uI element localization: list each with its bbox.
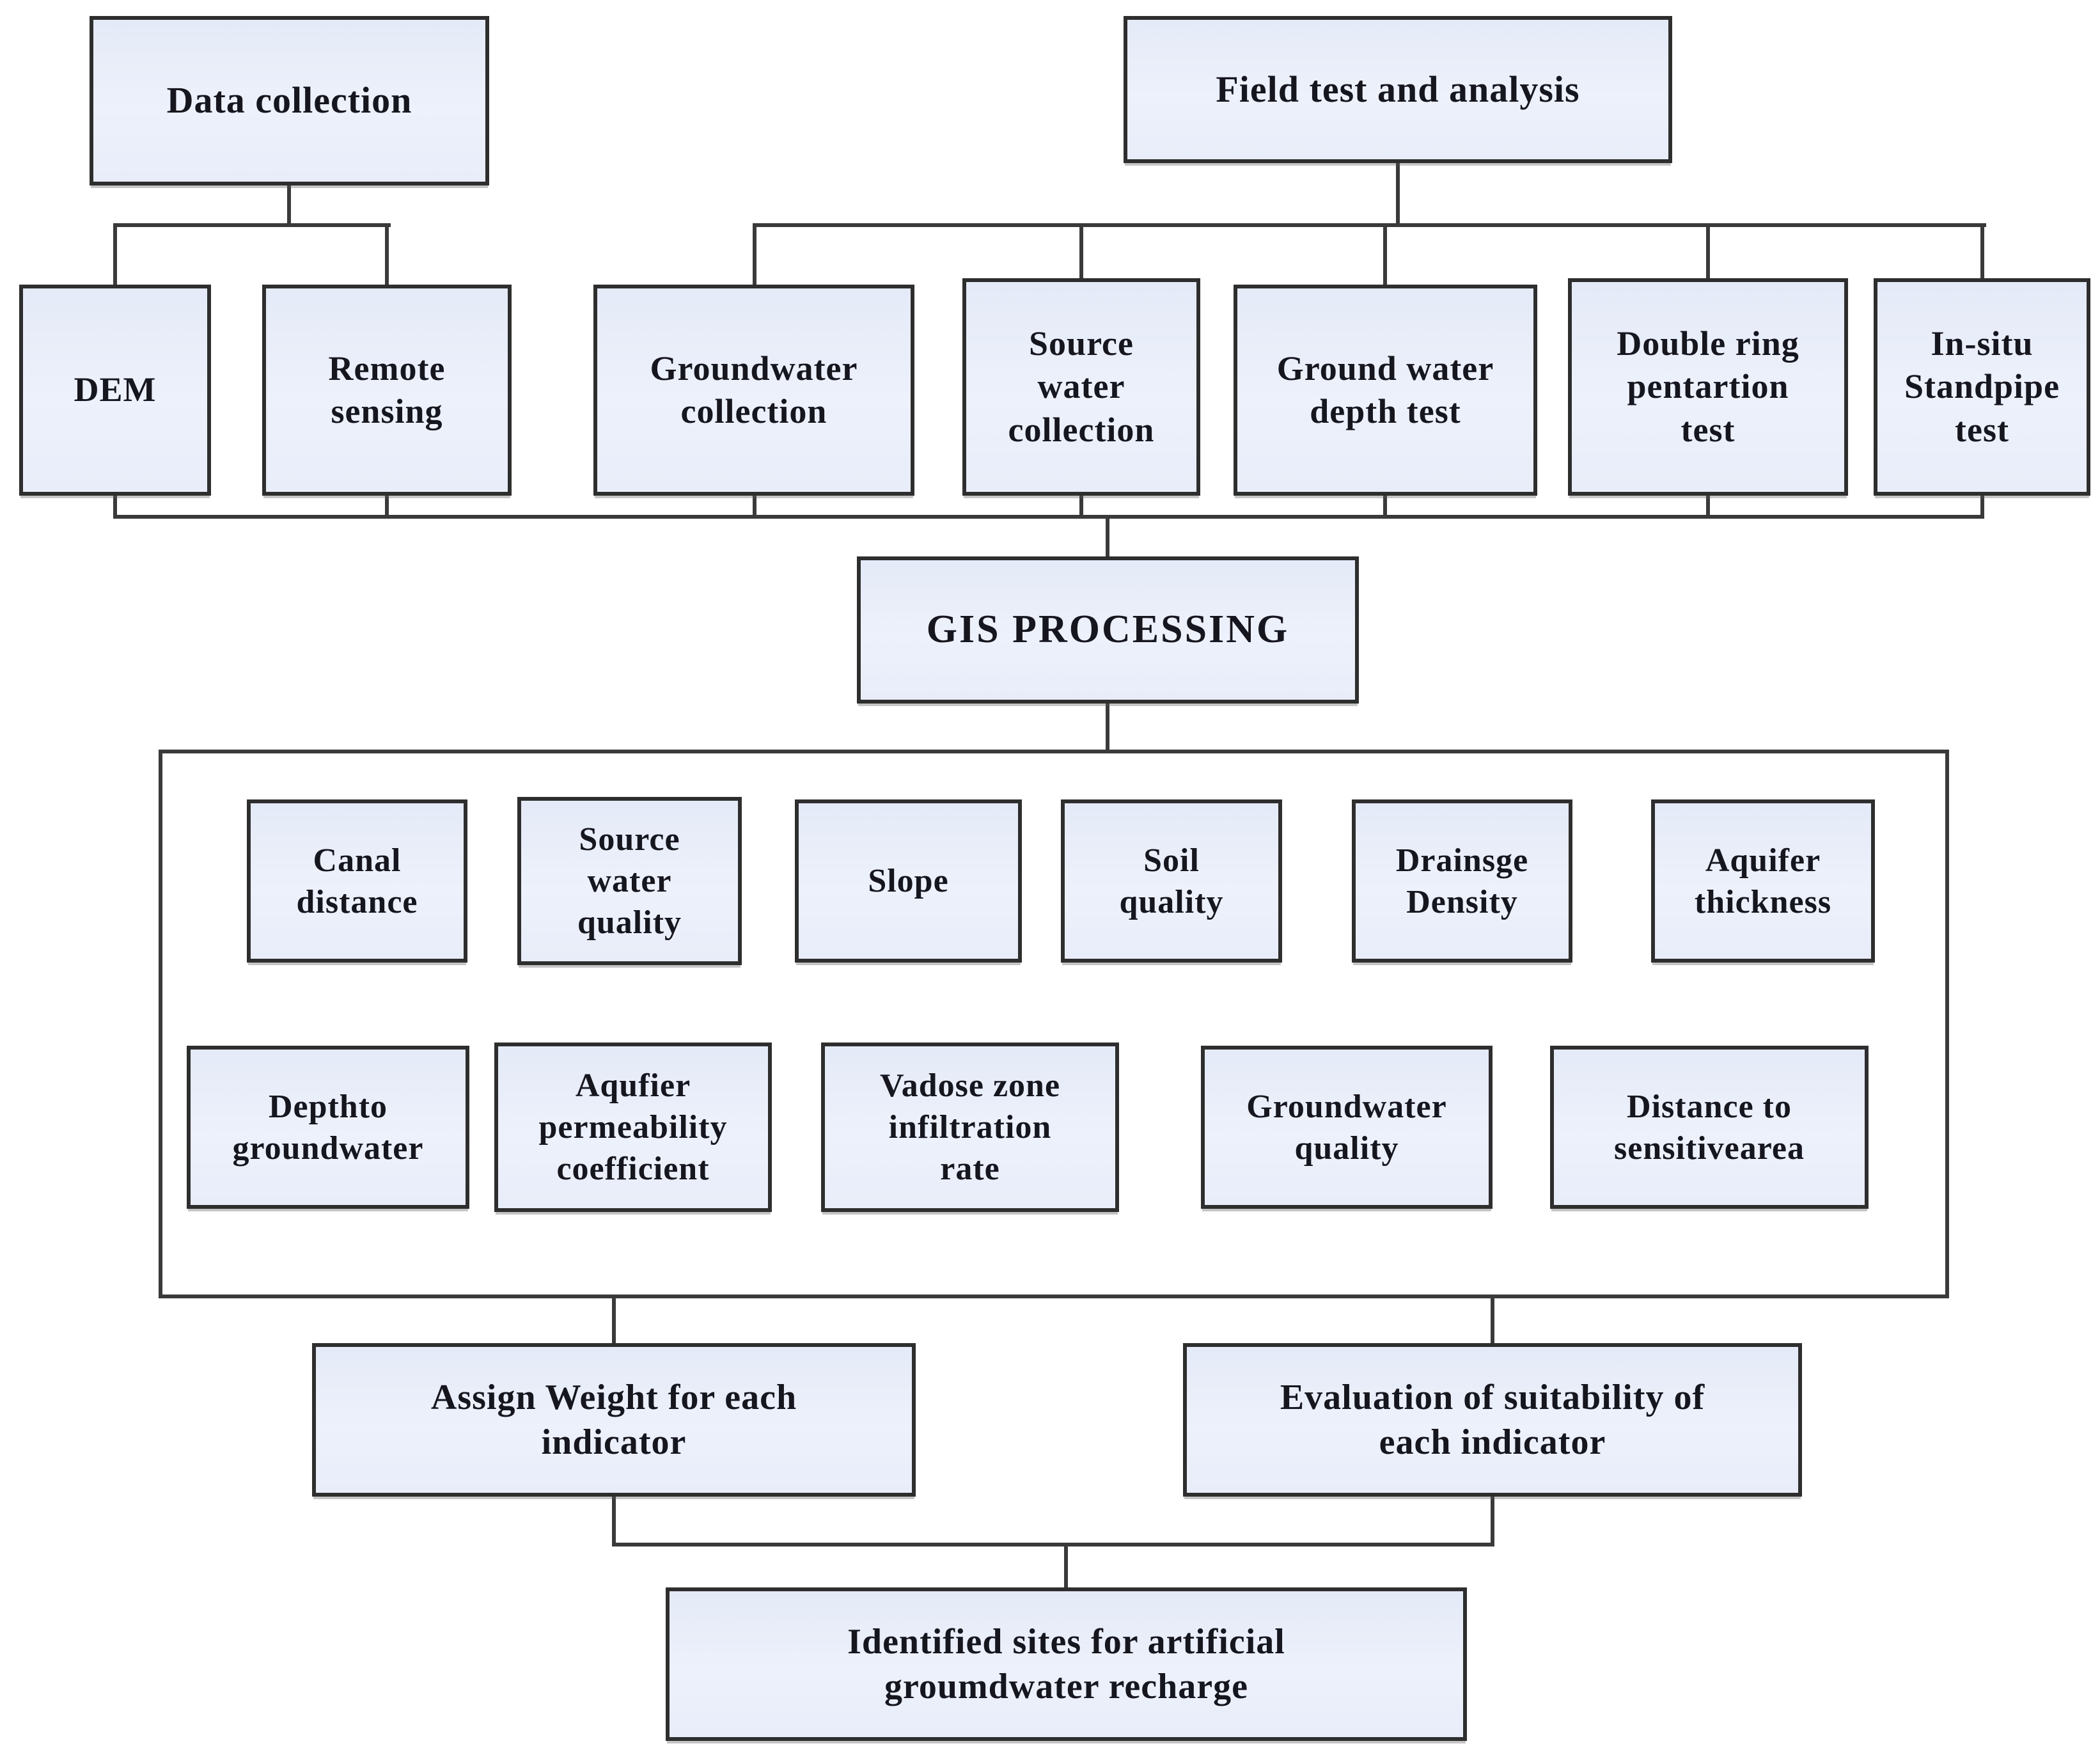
connector-line (113, 223, 391, 227)
node-label: Canal distance (296, 842, 418, 920)
connector-line (113, 223, 117, 286)
connector-line (612, 1298, 616, 1346)
node-source-water-quality: Source water quality (517, 797, 742, 965)
node-soil-quality: Soil quality (1061, 799, 1282, 963)
node-label: DEM (74, 370, 157, 409)
node-source-water-collection: Source water collection (962, 278, 1200, 496)
node-groundwater-quality: Groundwater quality (1201, 1046, 1493, 1209)
indicators-group-frame (159, 750, 1949, 1298)
connector-line (612, 1497, 616, 1546)
connector-line (1064, 1543, 1068, 1590)
node-groundwater-collection: Groundwater collection (593, 285, 914, 496)
node-label: Vadose zone infiltration rate (879, 1067, 1061, 1187)
connector-line (1106, 515, 1109, 558)
node-aquifer-permeability-coefficient: Aqufier permeability coefficient (494, 1043, 772, 1212)
connector-line (385, 496, 389, 519)
node-label: Double ring pentartion test (1617, 324, 1799, 449)
node-double-ring-pentartion-test: Double ring pentartion test (1568, 278, 1848, 496)
connector-line (1491, 1497, 1494, 1546)
connector-line (385, 223, 389, 286)
node-label: Source water quality (577, 821, 682, 941)
node-label: Identified sites for artificial groumdwa… (847, 1622, 1285, 1706)
connector-line (1079, 496, 1083, 519)
node-label: Slope (868, 863, 949, 899)
connector-line (1079, 223, 1083, 286)
connector-line (612, 1543, 1494, 1546)
node-dem: DEM (19, 285, 211, 496)
node-remote-sensing: Remote sensing (262, 285, 512, 496)
connector-line (753, 223, 1986, 227)
node-label: Soil quality (1119, 842, 1224, 920)
node-label: Distance to sensitivearea (1614, 1088, 1805, 1167)
node-distance-to-sensitive-area: Distance to sensitivearea (1550, 1046, 1869, 1209)
node-gis-processing: GIS PROCESSING (857, 556, 1359, 704)
connector-line (113, 515, 1984, 519)
node-label: Groundwater collection (650, 349, 858, 431)
node-label: Data collection (166, 79, 412, 122)
connector-line (1383, 496, 1387, 519)
connector-line (1396, 163, 1400, 227)
connector-line (1980, 496, 1984, 519)
node-vadose-zone-infiltration-rate: Vadose zone infiltration rate (821, 1043, 1119, 1212)
node-label: Aqufier permeability coefficient (538, 1067, 728, 1187)
connector-line (1706, 223, 1710, 286)
node-label: Remote sensing (328, 349, 446, 431)
node-evaluation-of-suitability: Evaluation of suitability of each indica… (1183, 1343, 1802, 1497)
node-canal-distance: Canal distance (247, 799, 467, 963)
node-label: Ground water depth test (1276, 349, 1494, 431)
connector-line (1383, 223, 1387, 286)
node-label: In-situ Standpipe test (1904, 324, 2060, 449)
node-assign-weight: Assign Weight for each indicator (312, 1343, 916, 1497)
connector-line (113, 496, 117, 519)
connector-line (753, 496, 756, 519)
connector-line (1491, 1298, 1494, 1346)
node-identified-sites: Identified sites for artificial groumdwa… (666, 1587, 1467, 1741)
node-slope: Slope (795, 799, 1022, 963)
node-label: GIS PROCESSING (926, 608, 1290, 652)
node-in-situ-standpipe-test: In-situ Standpipe test (1874, 278, 2090, 496)
connector-line (1980, 223, 1984, 286)
node-ground-water-depth-test: Ground water depth test (1234, 285, 1537, 496)
node-drainage-density: Drainsge Density (1352, 799, 1572, 963)
node-data-collection: Data collection (90, 16, 489, 185)
node-field-test-and-analysis: Field test and analysis (1124, 16, 1672, 163)
node-label: Source water collection (1008, 324, 1155, 449)
connector-line (753, 223, 756, 286)
node-label: Evaluation of suitability of each indica… (1280, 1378, 1705, 1462)
node-depth-to-groundwater: Depthto groundwater (187, 1046, 469, 1209)
node-label: Aquifer thickness (1694, 842, 1832, 920)
node-label: Assign Weight for each indicator (430, 1378, 797, 1462)
node-label: Field test and analysis (1216, 68, 1580, 110)
node-aquifer-thickness: Aquifer thickness (1651, 799, 1875, 963)
connector-line (1706, 496, 1710, 519)
node-label: Groundwater quality (1246, 1088, 1447, 1167)
connector-line (287, 185, 291, 225)
node-label: Depthto groundwater (232, 1088, 424, 1167)
node-label: Drainsge Density (1395, 842, 1529, 920)
connector-line (1106, 704, 1109, 752)
